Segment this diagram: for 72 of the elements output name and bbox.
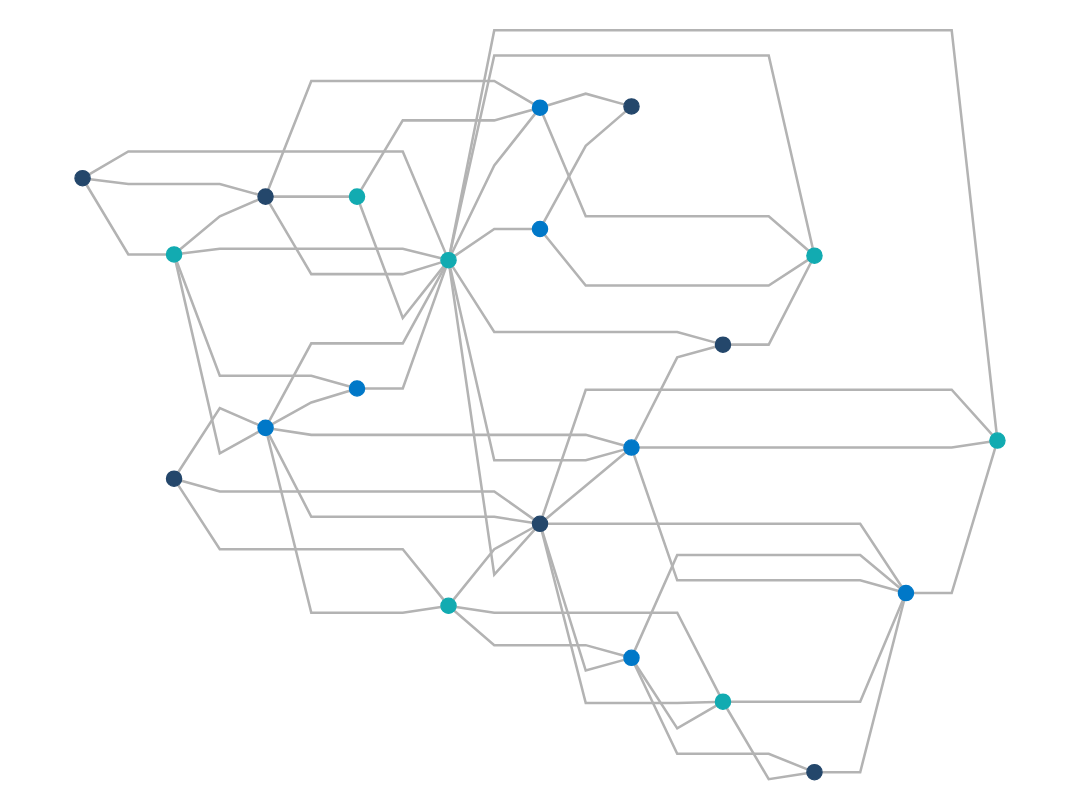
node-circle — [714, 336, 732, 353]
connector — [633, 664, 808, 771]
connector — [268, 202, 442, 276]
connector — [634, 663, 718, 731]
connector — [181, 247, 442, 260]
connector — [448, 267, 625, 462]
connector — [359, 108, 533, 191]
node-circle — [806, 763, 823, 781]
node-circle — [440, 251, 457, 269]
node-circle — [806, 247, 823, 264]
connector — [543, 234, 809, 287]
connector — [455, 605, 721, 696]
node-circle — [257, 419, 274, 437]
connector — [633, 553, 901, 652]
node-circle — [714, 693, 732, 710]
connector — [174, 261, 260, 456]
connector — [547, 522, 903, 588]
connector — [540, 530, 716, 705]
connector — [639, 440, 991, 449]
node-circle — [531, 220, 549, 238]
node-circle — [531, 515, 549, 533]
connector — [913, 447, 997, 595]
connector — [448, 54, 814, 253]
connector — [725, 707, 808, 781]
connector — [633, 345, 716, 442]
connector — [364, 266, 448, 390]
connector — [268, 266, 446, 422]
connector — [542, 110, 627, 223]
node-circle — [623, 98, 640, 115]
connector — [358, 203, 445, 321]
connector — [541, 530, 625, 673]
connector — [273, 195, 350, 198]
connector — [541, 388, 994, 517]
connector — [90, 177, 259, 196]
connector — [546, 92, 625, 107]
connector — [85, 184, 167, 256]
node-circle — [257, 188, 274, 205]
connector — [177, 406, 260, 473]
connector — [181, 479, 535, 521]
node-circle — [440, 597, 457, 614]
connector — [450, 112, 537, 254]
node-circle — [989, 432, 1006, 449]
node-circle — [623, 439, 640, 456]
connector — [451, 265, 716, 344]
connector — [448, 28, 998, 434]
connector — [730, 599, 905, 703]
connector — [272, 427, 625, 447]
connector — [267, 434, 533, 524]
node-circle — [623, 649, 640, 667]
connector — [453, 609, 625, 658]
connector — [448, 267, 536, 578]
connector — [730, 261, 813, 346]
node-circle — [165, 470, 183, 487]
connector — [88, 150, 447, 254]
connector — [545, 451, 627, 520]
node-circle — [531, 99, 549, 116]
connector — [267, 79, 535, 190]
connector — [175, 261, 351, 388]
connector — [541, 114, 810, 252]
connector — [179, 198, 260, 251]
connector — [177, 484, 445, 601]
connector — [271, 389, 351, 426]
node-circle — [348, 380, 366, 397]
connector — [822, 600, 906, 774]
node-circle — [165, 246, 183, 263]
connector — [632, 454, 899, 593]
node-circle — [348, 188, 366, 205]
node-circle — [74, 169, 91, 187]
connector — [452, 526, 534, 601]
connector — [266, 434, 442, 614]
node-circle — [897, 584, 915, 602]
connector — [454, 227, 533, 257]
